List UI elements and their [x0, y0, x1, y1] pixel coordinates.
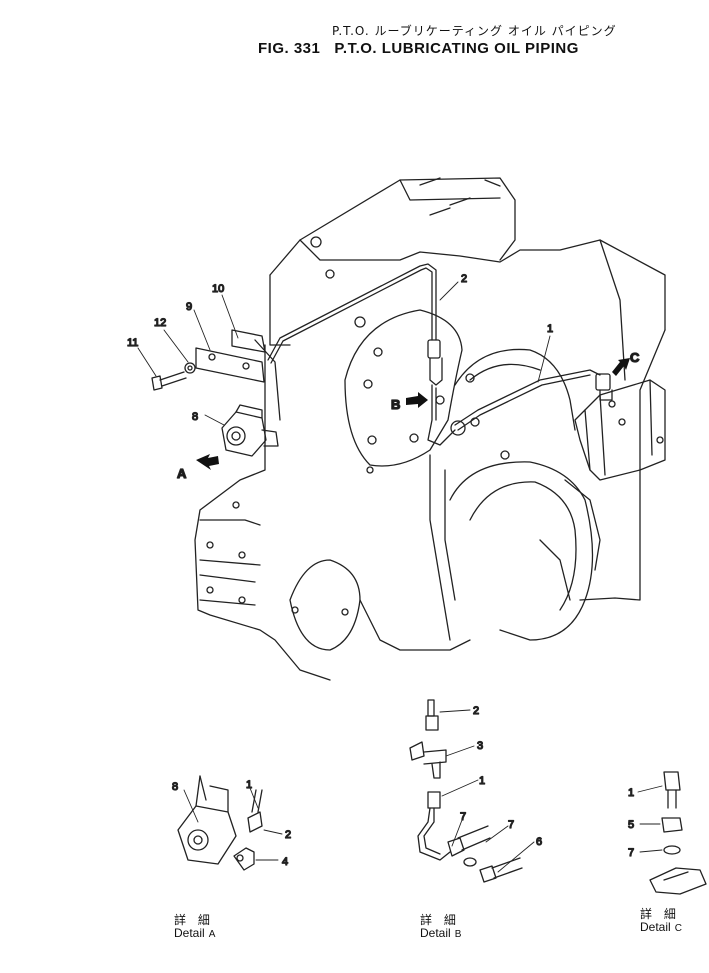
- arrow-c-icon: [612, 358, 630, 376]
- callout-11: 11: [127, 337, 138, 349]
- detail-a-callout-8: 8: [172, 781, 178, 793]
- detail-a-letter: A: [208, 929, 216, 940]
- detail-c-leaders: [637, 785, 663, 853]
- detail-a-drawing: [177, 775, 263, 871]
- callout-12: 12: [154, 317, 166, 329]
- detail-b-callout-2: 2: [473, 705, 479, 717]
- detail-b-callout-3: 3: [477, 740, 483, 752]
- detail-b-callout-1: 1: [479, 775, 485, 787]
- detail-b-callout-7a: 7: [460, 811, 466, 823]
- detail-a-jp: 詳 細: [174, 913, 214, 927]
- main-leaders: [137, 281, 551, 426]
- detail-b-leaders: [439, 709, 535, 873]
- detail-c-callout-7: 7: [628, 847, 634, 859]
- callout-2: 2: [461, 273, 467, 285]
- arrow-a-icon: [196, 454, 219, 470]
- detail-b-callout-7b: 7: [508, 819, 514, 831]
- callout-10: 10: [212, 283, 224, 295]
- arrow-c-label: C: [630, 350, 640, 365]
- view-arrows: [196, 358, 630, 470]
- detail-b-callout-6: 6: [536, 836, 542, 848]
- pipe-1: [450, 369, 613, 436]
- figure-number: FIG. 331: [258, 40, 321, 57]
- arrow-b-icon: [406, 392, 428, 408]
- detail-a-leaders: [183, 787, 283, 861]
- detail-b-drawing: [409, 699, 523, 883]
- detail-c-jp: 詳 細: [640, 907, 680, 921]
- detail-a-callout-4: 4: [282, 856, 288, 868]
- japanese-title: P.T.O. ルーブリケーティング オイル パイピング: [332, 24, 617, 38]
- pipe-2: [267, 263, 456, 446]
- elbow-block-8: [221, 404, 279, 457]
- housing-drawing: [194, 177, 666, 681]
- detail-a-callout-2: 2: [285, 829, 291, 841]
- figure-title: FIG. 331 P.T.O. LUBRICATING OIL PIPING: [258, 40, 579, 57]
- detail-c-drawing: [649, 771, 707, 895]
- callout-9: 9: [186, 301, 192, 313]
- detail-c-callout-5: 5: [628, 819, 634, 831]
- callout-1: 1: [547, 323, 553, 335]
- arrow-b-label: B: [391, 397, 400, 412]
- callout-8: 8: [192, 411, 198, 423]
- detail-a-callout-1: 1: [246, 779, 252, 791]
- detail-c-label: Detail: [640, 920, 671, 934]
- arrow-a-label: A: [177, 466, 187, 481]
- figure-title-text: P.T.O. LUBRICATING OIL PIPING: [334, 40, 579, 57]
- detail-b-label: Detail: [420, 926, 451, 940]
- detail-c-letter: C: [674, 923, 682, 934]
- detail-b-jp: 詳 細: [420, 913, 460, 927]
- detail-a-label: Detail: [174, 926, 205, 940]
- figure-header: P.T.O. ルーブリケーティング オイル パイピング FIG. 331 P.T.…: [0, 0, 709, 70]
- clamp-bracket: [151, 329, 281, 421]
- detail-b-letter: B: [454, 929, 462, 940]
- detail-c-callout-1: 1: [628, 787, 634, 799]
